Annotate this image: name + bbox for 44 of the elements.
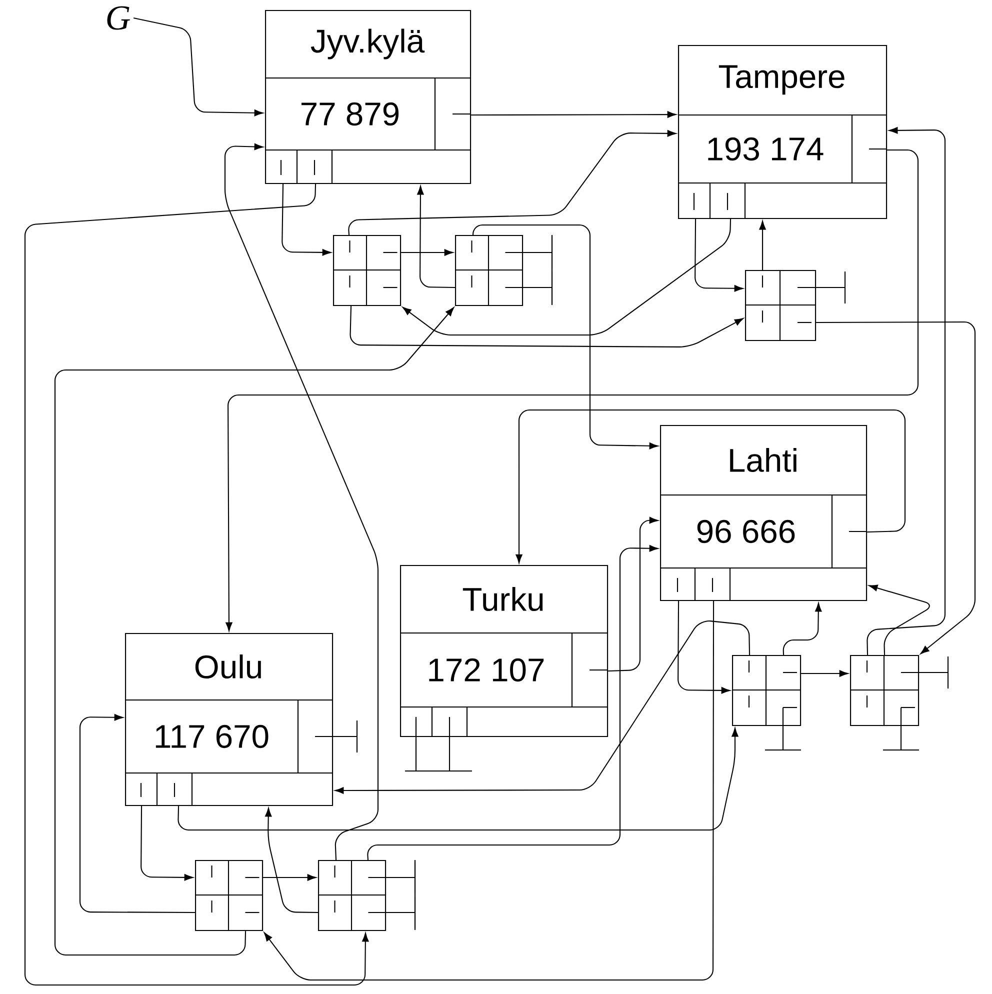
pointer-arrow [759,220,766,270]
edge-cell [333,234,402,306]
record-box: Turku 172 107 [400,565,608,772]
pointer-arrow [472,224,658,450]
pointer-arrow [226,149,919,632]
pointer-arrow [401,249,454,256]
pointer-arrow [24,184,369,986]
pointer-arrow [866,127,946,655]
record-box: Oulu 117 670 [125,633,358,806]
edge-cell [195,860,264,932]
pointer-arrow [140,806,194,881]
pointer-arrow [263,874,316,881]
pointer-label: G [107,6,130,30]
pointer-arrow [367,545,658,860]
pointer-arrow [334,620,750,794]
edge-cell [850,655,949,751]
pointer-arrow [471,111,676,118]
pointer-arrow [224,143,379,860]
pointer-arrow [264,601,714,981]
pointer-arrow [816,322,976,654]
pointer-arrow [417,186,456,288]
pointer-arrow [133,17,264,116]
pointer-arrow [402,219,732,336]
pointer-arrow [178,728,738,831]
record-box: Tampere 193 174 [678,44,888,220]
pointer-arrow [350,306,744,348]
pointer-arrow [678,601,730,694]
pointer-arrow [608,516,658,672]
record-box: Lahti 96 666 [660,425,868,602]
pointer-arrow [348,130,676,236]
pointer-arrow [868,584,930,655]
pointer-arrow [265,808,318,914]
edge-cell [745,270,846,342]
pointer-arrow [782,602,822,656]
pointer-arrow [694,219,744,292]
pointer-arrow [282,184,332,256]
pointer-arrow [79,714,195,914]
record-box: Jyv.kylä 77 879 [265,10,472,184]
pointer-arrow [516,409,906,564]
edge-cell [732,655,802,751]
pointer-arrow [801,670,848,677]
edge-cell [318,860,416,932]
pointer-arrow [54,307,454,956]
edge-cell [455,234,553,306]
